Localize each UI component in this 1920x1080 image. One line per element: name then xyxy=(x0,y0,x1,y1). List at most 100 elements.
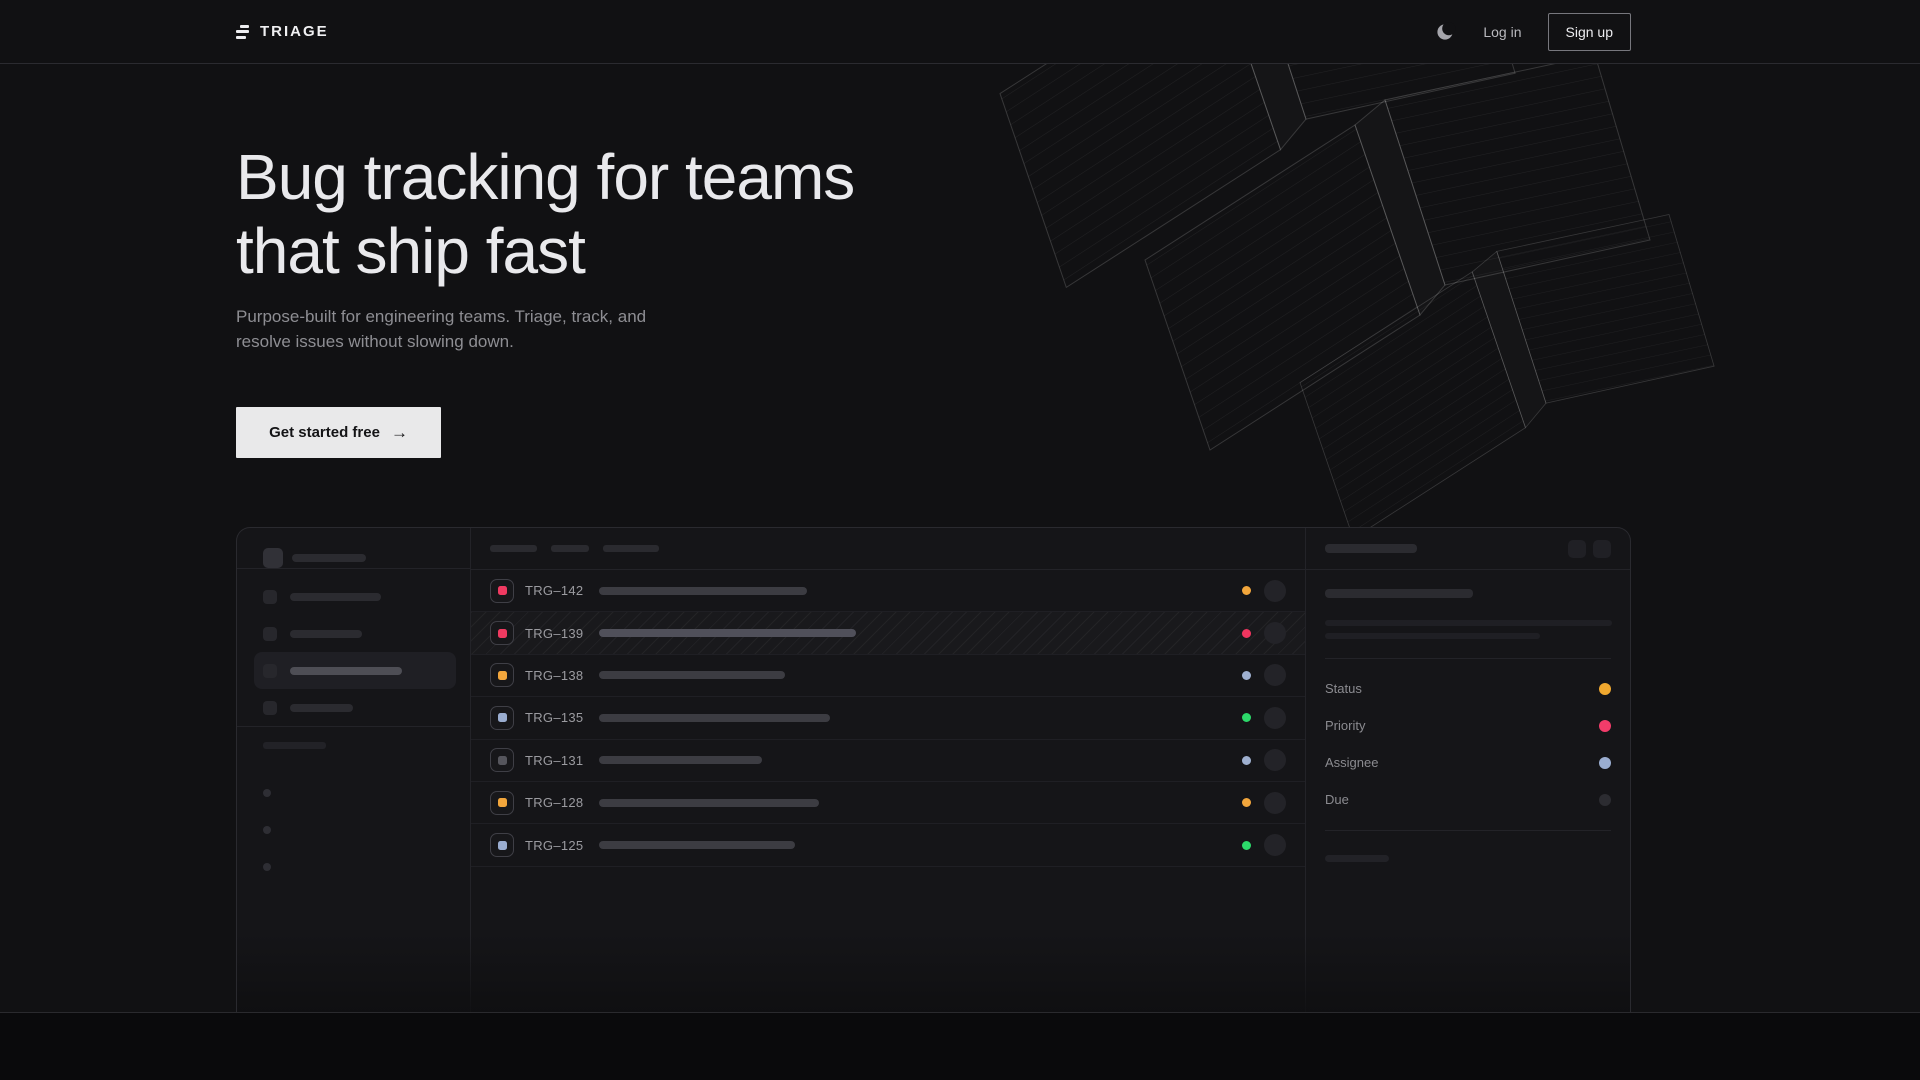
issue-row: TRG–139 xyxy=(471,612,1305,655)
issue-title-skeleton xyxy=(599,798,819,807)
get-started-button[interactable]: Get started free → xyxy=(236,407,441,458)
issue-row: TRG–135 xyxy=(471,697,1305,740)
issue-id: TRG–142 xyxy=(525,583,584,599)
issue-title-skeleton xyxy=(599,629,856,638)
issue-rows: TRG–142 TRG–139 TRG–138 TRG–135 TRG–131 … xyxy=(471,570,1305,867)
issue-type-icon xyxy=(490,705,514,730)
field-label: Due xyxy=(1325,792,1349,807)
field-value-dot xyxy=(1599,682,1611,695)
page-footer xyxy=(0,1013,1920,1079)
hero-subtitle-line1: Purpose-built for engineering teams. Tri… xyxy=(236,307,647,326)
issue-detail-panel: Status Priority Assignee Due xyxy=(1305,528,1630,1012)
assignee-avatar xyxy=(1264,622,1286,645)
signup-button[interactable]: Sign up xyxy=(1547,12,1631,51)
detail-text-skeleton xyxy=(1325,620,1612,626)
field-label: Assignee xyxy=(1325,755,1379,770)
status-dot xyxy=(1242,586,1251,596)
sidebar-divider xyxy=(237,726,470,727)
field-label: Status xyxy=(1325,681,1362,696)
issue-list-header xyxy=(471,528,1305,570)
hero-heading-line1: Bug tracking for teams xyxy=(236,141,855,213)
status-dot xyxy=(1242,628,1251,638)
brand-name: TRIAGE xyxy=(260,23,329,40)
issue-row: TRG–125 xyxy=(471,824,1305,867)
sidebar-item-icon xyxy=(263,700,277,715)
issue-title-skeleton xyxy=(599,713,830,722)
assignee-avatar xyxy=(1264,664,1286,687)
sidebar-item-skeleton xyxy=(290,592,381,601)
theme-toggle-button[interactable] xyxy=(1433,20,1457,44)
issue-row: TRG–138 xyxy=(471,655,1305,698)
hero-subtitle: Purpose-built for engineering teams. Tri… xyxy=(236,304,1631,354)
status-dot xyxy=(1242,840,1251,850)
assignee-avatar xyxy=(1264,579,1286,602)
detail-text-skeleton xyxy=(1325,633,1540,639)
status-dot xyxy=(1242,670,1251,680)
sidebar-bullet xyxy=(263,826,271,834)
sidebar-item-skeleton xyxy=(290,666,402,675)
issue-id: TRG–139 xyxy=(525,625,584,641)
sidebar-nav xyxy=(237,569,470,726)
field-label: Priority xyxy=(1325,718,1366,733)
issue-type-icon xyxy=(490,833,514,858)
hero-heading: Bug tracking for teams that ship fast xyxy=(236,140,1631,288)
detail-field-row: Due xyxy=(1325,781,1611,818)
detail-field-row: Priority xyxy=(1325,707,1611,744)
sidebar-section-label-skeleton xyxy=(263,742,326,749)
issue-id: TRG–135 xyxy=(525,710,584,726)
sidebar-item xyxy=(254,578,456,615)
hero-heading-line2: that ship fast xyxy=(236,215,586,287)
status-dot xyxy=(1242,755,1251,765)
sidebar-bullet xyxy=(263,863,271,871)
assignee-avatar xyxy=(1264,749,1286,772)
detail-fields: Status Priority Assignee Due xyxy=(1325,670,1611,818)
issue-type-icon xyxy=(490,748,514,773)
issue-type-icon xyxy=(490,578,514,603)
activity-label-skeleton xyxy=(1325,855,1389,862)
assignee-avatar xyxy=(1264,834,1286,857)
assignee-avatar xyxy=(1264,706,1286,729)
workspace-name-skeleton xyxy=(292,554,366,562)
issue-title-skeleton xyxy=(599,756,762,765)
panel-divider xyxy=(1325,830,1611,831)
moon-icon xyxy=(1437,21,1456,40)
field-value-dot xyxy=(1599,793,1611,806)
panel-divider xyxy=(1325,658,1611,659)
sidebar-item-icon xyxy=(263,589,277,604)
sidebar-item-skeleton xyxy=(290,629,362,638)
sidebar-item-icon xyxy=(263,626,277,641)
brand[interactable]: TRIAGE xyxy=(236,23,329,40)
list-tab-skeleton xyxy=(551,545,589,552)
sidebar-divider xyxy=(237,568,470,569)
issue-title-skeleton xyxy=(599,671,785,680)
login-link[interactable]: Log in xyxy=(1483,23,1522,40)
issue-list: TRG–142 TRG–139 TRG–138 TRG–135 TRG–131 … xyxy=(471,528,1305,1012)
issue-row: TRG–128 xyxy=(471,782,1305,825)
hero-subtitle-line2: resolve issues without slowing down. xyxy=(236,332,514,351)
panel-action-button xyxy=(1568,539,1586,558)
get-started-label: Get started free xyxy=(269,424,380,441)
detail-panel-header xyxy=(1306,528,1630,570)
issue-row: TRG–142 xyxy=(471,570,1305,613)
list-tab-skeleton xyxy=(603,545,659,552)
sidebar-item xyxy=(254,689,456,726)
panel-action-button xyxy=(1593,539,1611,558)
app-mockup: TRG–142 TRG–139 TRG–138 TRG–135 TRG–131 … xyxy=(236,527,1631,1012)
list-tab-skeleton xyxy=(490,545,537,552)
sidebar-item-active xyxy=(254,652,456,689)
top-nav: TRIAGE Log in Sign up xyxy=(0,0,1920,64)
mockup-sidebar xyxy=(237,528,471,1012)
sidebar-bullet xyxy=(263,789,271,797)
issue-type-icon xyxy=(490,663,514,688)
status-dot xyxy=(1242,798,1251,808)
workspace-switcher xyxy=(237,528,470,568)
issue-type-icon xyxy=(490,790,514,815)
field-value-dot xyxy=(1599,756,1611,769)
issue-id: TRG–128 xyxy=(525,795,584,811)
assignee-avatar xyxy=(1264,791,1286,814)
sidebar-item-icon xyxy=(263,663,277,678)
workspace-icon xyxy=(263,548,283,568)
issue-id: TRG–125 xyxy=(525,837,584,853)
issue-title-skeleton xyxy=(599,586,807,595)
issue-title-skeleton xyxy=(599,841,795,850)
